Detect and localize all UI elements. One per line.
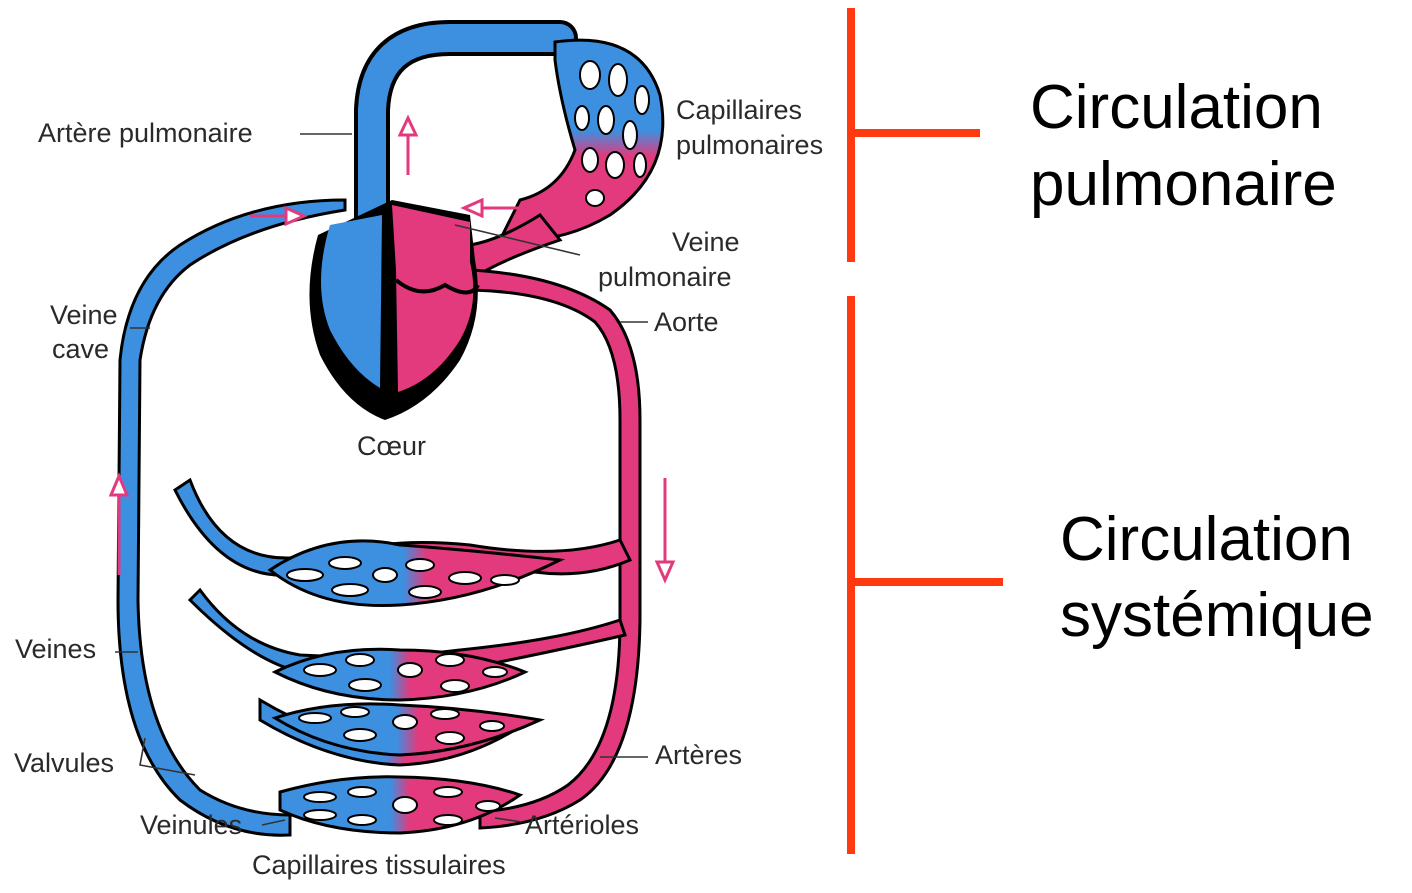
label-veines: Veines xyxy=(15,634,96,664)
arrow-up-pulmonary-icon xyxy=(400,118,416,175)
heart xyxy=(309,200,478,420)
section-systemique-line1: Circulation xyxy=(1060,505,1353,574)
label-arterioles: Artérioles xyxy=(525,810,639,840)
label-artere-pulmonaire: Artère pulmonaire xyxy=(38,118,253,148)
label-aorte: Aorte xyxy=(654,307,719,337)
arrow-down-systemic-icon xyxy=(657,478,673,580)
label-coeur: Cœur xyxy=(357,431,426,461)
label-valvules: Valvules xyxy=(14,748,114,778)
label-veine-cave-line2: cave xyxy=(52,334,109,364)
section-pulmonaire-line2: pulmonaire xyxy=(1030,150,1337,219)
label-veinules: Veinules xyxy=(140,810,242,840)
section-pulmonaire-line1: Circulation xyxy=(1030,73,1323,142)
label-veine-cave-line1: Veine xyxy=(50,300,118,330)
label-veine-pulmonaire-line2: pulmonaire xyxy=(598,262,732,292)
section-systemique-line2: systémique xyxy=(1060,581,1374,650)
label-capillaires-pulmonaires-line1: Capillaires xyxy=(676,95,802,125)
bracket-pulmonaire xyxy=(851,8,980,262)
label-arteres: Artères xyxy=(655,740,742,770)
bracket-systemique xyxy=(851,296,1003,854)
heart-left-side xyxy=(392,205,473,392)
label-veine-pulmonaire-line1: Veine xyxy=(672,227,740,257)
label-capillaires-tissulaires: Capillaires tissulaires xyxy=(252,850,506,880)
label-capillaires-pulmonaires-line2: pulmonaires xyxy=(676,130,823,160)
